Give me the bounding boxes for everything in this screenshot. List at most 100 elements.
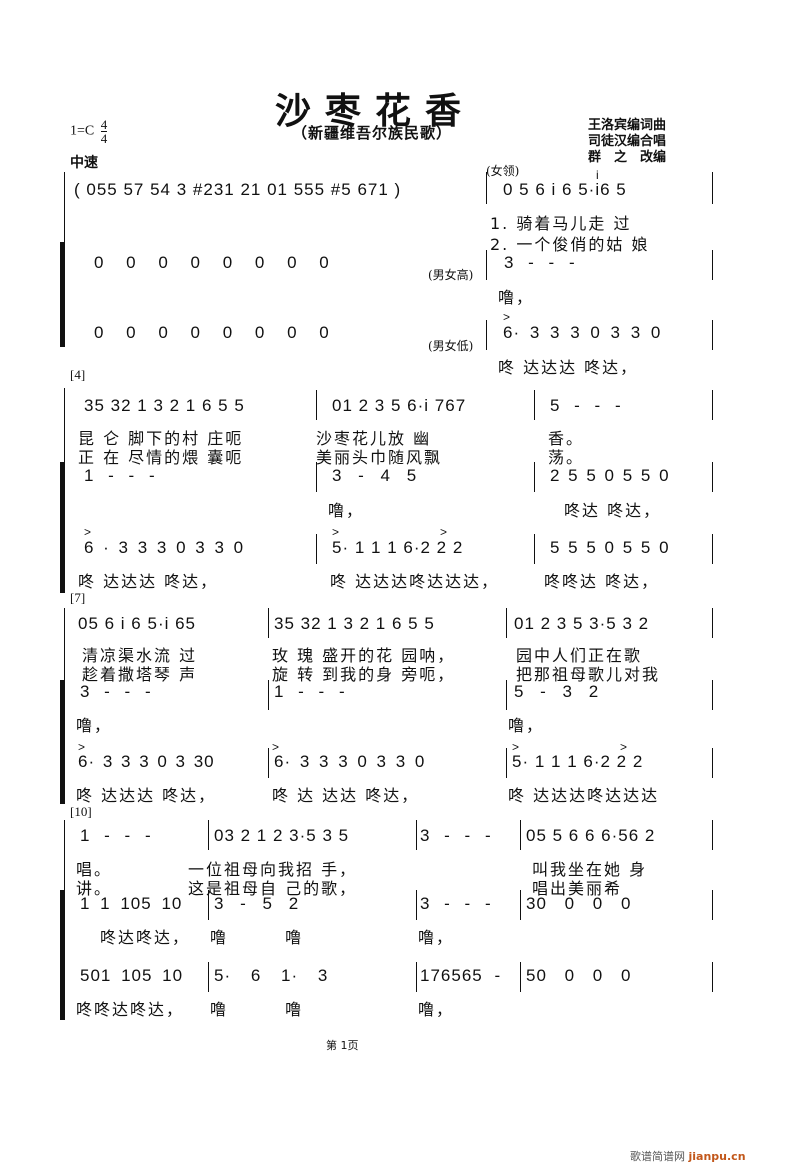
part-label-high: (男女高): [428, 268, 474, 282]
barline: [712, 680, 713, 710]
high-voice-lyrics: 噜，: [328, 501, 365, 520]
part-label-low: (男女低): [428, 339, 474, 353]
time-signature: 4 4: [100, 117, 108, 146]
choir-bracket: [60, 462, 65, 593]
lyrics-verse-2: 美丽头巾随风飘: [316, 448, 443, 467]
high-voice-measure: 3 - - -: [80, 682, 152, 701]
accent-mark: >: [332, 525, 340, 539]
low-voice-measure: 50 0 0 0: [526, 966, 632, 985]
high-voice-measure: 1 1 105 10: [80, 894, 183, 913]
high-voice-measure: 3 - 5 2: [214, 894, 300, 913]
high-voice-lyrics: 咚达 咚达，: [564, 501, 662, 520]
barline: [268, 748, 269, 778]
barline: [506, 748, 507, 778]
barline: [316, 462, 317, 492]
high-voice-measure: 1 - - -: [274, 682, 346, 701]
lyrics-verse-1: 沙枣花儿放 幽: [316, 429, 432, 448]
barline: [534, 390, 535, 420]
credit-line: 群 之 改编: [588, 150, 667, 165]
barline: [712, 320, 713, 350]
barline: [416, 890, 417, 920]
low-voice-notes: 6· 3 3 3 0 3 3 0: [503, 323, 662, 342]
high-voice-lyrics: 噜，: [508, 716, 545, 735]
melody-measure: 35 32 1 3 2 1 6 5 5: [84, 396, 245, 415]
barline: [208, 890, 209, 920]
lyrics-verse-2: 荡。: [548, 448, 585, 467]
accent-mark: >: [512, 740, 520, 754]
lyrics-verse-1: 昆 仑 脚下的村 庄呃: [78, 429, 244, 448]
barline: [208, 820, 209, 850]
accent-mark: >: [620, 740, 628, 754]
barline: [208, 962, 209, 992]
lyrics-verse-2: 讲。: [76, 879, 113, 898]
low-voice-lyrics: 咚咚达 咚达，: [544, 572, 660, 591]
low-voice-measure: 6 · 3 3 3 0 3 3 0: [84, 538, 245, 557]
barline: [712, 608, 713, 638]
melody-measure: 01 2 3 5 3·5 3 2: [514, 614, 650, 633]
barline: [712, 962, 713, 992]
low-voice-lyrics: 咚 达达达 咚达，: [76, 786, 217, 805]
lyrics-verse-1: 叫我坐在她 身: [532, 860, 648, 879]
lyrics-verse-2: 趁着撒塔琴 声: [82, 665, 198, 684]
barline: [534, 462, 535, 492]
watermark-url: jianpu.cn: [688, 1150, 746, 1163]
low-voice-measure: 501 105 10: [80, 966, 184, 985]
high-voice-measure: 2 5 5 0 5 5 0: [550, 466, 670, 485]
barline: [520, 962, 521, 992]
barline: [712, 748, 713, 778]
low-voice-lyrics: 咚咚达咚达，: [76, 1000, 185, 1019]
credit-line: 司徒汉编合唱: [588, 134, 667, 149]
barline: [712, 390, 713, 420]
choir-bracket: [60, 890, 65, 1020]
low-voice-lyrics: 咚 达达达 咚达，: [78, 572, 219, 591]
song-title: 沙枣花香: [275, 91, 476, 132]
watermark-text: 歌谱简谱网: [630, 1150, 685, 1163]
credit-line: 王洛宾编词曲: [588, 118, 667, 133]
lyrics-verse-1: 玫 瑰 盛开的花 园呐，: [272, 646, 456, 665]
low-voice-measure: 6· 3 3 3 0 3 3 0: [274, 752, 426, 771]
high-voice-rests: 0 0 0 0 0 0 0 0: [94, 253, 330, 272]
barline: [316, 534, 317, 564]
barline: [416, 820, 417, 850]
barline: [520, 890, 521, 920]
high-voice-lyrics: 噜，: [418, 928, 455, 947]
accent-mark: >: [78, 740, 86, 754]
low-voice-lyrics: 咚 达达达 咚达，: [498, 358, 639, 377]
melody-measure: 35 32 1 3 2 1 6 5 5: [274, 614, 435, 633]
lyrics-verse-2: 把那祖母歌儿对我: [516, 665, 661, 684]
rehearsal-mark: [10]: [70, 804, 92, 819]
low-voice-lyrics: 咚 达 达达 咚达，: [272, 786, 420, 805]
lyrics-verse-2: 正 在 尽情的煨 囊呃: [78, 448, 244, 467]
high-voice-measure: 30 0 0 0: [526, 894, 632, 913]
lyrics-verse-2: 旋 转 到我的身 旁呃，: [272, 665, 456, 684]
high-voice-lyrics: 噜，: [76, 716, 113, 735]
low-voice-lyrics: 噜，: [418, 1000, 455, 1019]
barline: [416, 962, 417, 992]
accent-mark: >: [503, 310, 511, 324]
barline: [520, 820, 521, 850]
part-label-female-lead: (女领): [486, 164, 520, 178]
lyrics-verse-1: 一位祖母向我招 手，: [188, 860, 358, 879]
key-signature: 1=C 4 4: [70, 117, 108, 146]
melody-measure: 1 - - -: [80, 826, 152, 845]
barline: [712, 250, 713, 280]
rehearsal-mark: [4]: [70, 367, 86, 382]
intro-notes: ( 055 57 54 3 #231 21 01 555 #5 671 ): [74, 180, 402, 199]
low-voice-lyrics: 噜 噜: [210, 1000, 304, 1019]
tempo-marking: 中速: [70, 155, 98, 171]
barline: [712, 172, 713, 204]
choir-bracket: [60, 242, 65, 347]
high-voice-lyrics: 咚达咚达，: [100, 928, 191, 947]
lyrics-verse-2: 这是祖母自 己的歌，: [188, 879, 358, 898]
barline: [486, 172, 487, 204]
barline: [486, 320, 487, 350]
lyrics-verse-1: 唱。: [76, 860, 113, 879]
song-subtitle: （新疆维吾尔族民歌）: [292, 124, 453, 142]
barline: [268, 680, 269, 710]
choir-bracket: [60, 680, 65, 804]
credits: 王洛宾编词曲 司徒汉编合唱 群 之 改编: [588, 118, 666, 166]
low-voice-lyrics: 咚 达达达咚达达达，: [330, 572, 500, 591]
barline: [486, 250, 487, 280]
melody-measure: 05 6 i 6 5·i 65: [78, 614, 197, 633]
accent-mark: >: [272, 740, 280, 754]
